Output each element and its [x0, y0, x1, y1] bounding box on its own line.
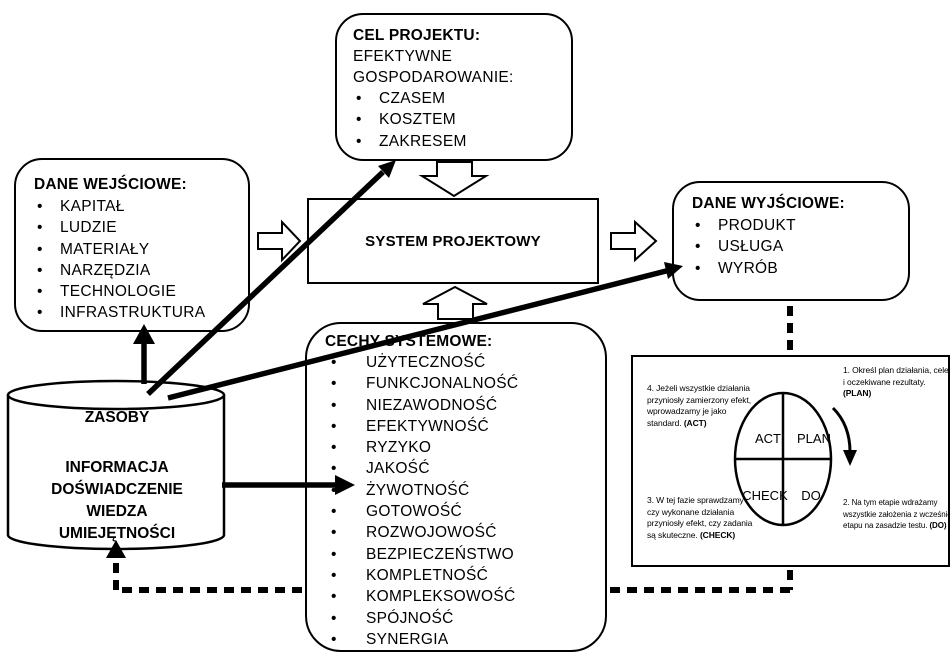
cecha-item: KOMPLEKSOWOŚĆ: [328, 586, 605, 608]
cecha-item: RYZYKO: [328, 437, 605, 459]
cecha-item: FUNKCJONALNOŚĆ: [328, 373, 605, 395]
pdca-note-text: etapu na zasadzie testu.: [843, 521, 928, 530]
cecha-item: NIEZAWODNOŚĆ: [328, 395, 605, 417]
pdca-note-tag: (CHECK): [699, 529, 736, 540]
dane-wejsciowe-title: DANE WEJŚCIOWE:: [34, 176, 187, 193]
pdca-note-tag: (ACT): [683, 417, 707, 428]
pdca-note-line: wszystkie założenia z wcześniejszego: [843, 509, 950, 519]
hollow-arrow-wejscie-system: [257, 219, 302, 263]
arrowhead-cel: [378, 160, 396, 178]
pdca-plan-label: PLAN: [797, 431, 831, 446]
wyjscie-item: USŁUGA: [692, 236, 908, 258]
pdca-note-do: 2. Na tym etapie wdrażamy wszystkie zało…: [843, 497, 950, 532]
hollow-arrow-cel-system: [418, 161, 490, 198]
pdca-note-line: przyniosły efekt, czy zadania: [647, 518, 753, 528]
zasoby-line: WIEDZA: [86, 503, 148, 520]
cel-list: CZASEM KOSZTEM ZAKRESEM: [353, 88, 571, 152]
pdca-note-check: 3. W tej fazie sprawdzamy czy wykonane d…: [647, 495, 772, 541]
cel-projektu-box: CEL PROJEKTU: EFEKTYWNE GOSPODAROWANIE: …: [335, 13, 573, 161]
pdca-note-line: czy wykonane działania: [647, 506, 735, 517]
pdca-note-line: są skuteczne. (CHECK): [647, 530, 772, 542]
wejscie-item: NARZĘDZIA: [34, 260, 248, 282]
pdca-do-label: DO: [801, 488, 821, 503]
wejscie-item: TECHNOLOGIE: [34, 281, 248, 303]
cechy-systemowe-box: CECHY SYSTEMOWE: UŻYTECZNOŚĆ FUNKCJONALN…: [305, 322, 607, 652]
cecha-item: GOTOWOŚĆ: [328, 501, 605, 523]
cecha-item: KOMPLETNOŚĆ: [328, 565, 605, 587]
cel-item: CZASEM: [353, 88, 571, 110]
pdca-panel: 1. Określ plan działania, cele i oczekiw…: [631, 355, 950, 567]
cecha-item: SYNERGIA: [328, 629, 605, 651]
cecha-item: ROZWOJOWOŚĆ: [328, 522, 605, 544]
pdca-note-tag: (DO): [929, 521, 947, 530]
pdca-note-line: 4. Jeżeli wszystkie działania: [647, 383, 750, 393]
cecha-item: EFEKTYWNOŚĆ: [328, 416, 605, 438]
pdca-note-tag: (PLAN): [843, 388, 872, 398]
cecha-item: UŻYTECZNOŚĆ: [328, 352, 605, 374]
cecha-item: BEZPIECZEŃSTWO: [328, 544, 605, 566]
zasoby-title: ZASOBY: [84, 409, 150, 426]
wejscie-item: INFRASTRUKTURA: [34, 302, 248, 324]
wyjscie-item: PRODUKT: [692, 215, 908, 237]
zasoby-line: UMIEJĘTNOŚCI: [58, 525, 176, 542]
dane-wejsciowe-box: DANE WEJŚCIOWE: KAPITAŁ LUDZIE MATERIAŁY…: [14, 158, 250, 332]
pdca-note-plan: 1. Określ plan działania, cele i oczekiw…: [843, 365, 950, 400]
cechy-systemowe-title: CECHY SYSTEMOWE:: [325, 333, 493, 350]
pdca-note-line: i oczekiwane rezultaty. (PLAN): [843, 377, 950, 400]
system-projektowy-box: SYSTEM PROJEKTOWY: [307, 198, 599, 284]
zasoby-lines: INFORMACJA DOŚWIADCZENIE WIEDZA UMIEJĘTN…: [22, 457, 212, 545]
pdca-note-text: są skuteczne.: [647, 529, 698, 540]
dane-wyjsciowe-list: PRODUKT USŁUGA WYRÓB: [692, 215, 908, 279]
pdca-note-line: przyniosły zamierzony efekt,: [647, 394, 751, 405]
dane-wyjsciowe-box: DANE WYJŚCIOWE: PRODUKT USŁUGA WYRÓB: [672, 181, 910, 301]
pdca-note-line: wprowadzamy je jako: [647, 406, 727, 416]
zasoby-line: INFORMACJA: [65, 459, 169, 476]
cecha-item: ŻYWOTNOŚĆ: [328, 480, 605, 502]
pdca-note-line: etapu na zasadzie testu. (DO): [843, 520, 950, 532]
hollow-arrow-system-wyjscie: [610, 219, 658, 263]
pdca-note-text: i oczekiwane rezultaty.: [843, 376, 926, 387]
wejscie-item: MATERIAŁY: [34, 239, 248, 261]
cecha-item: SPÓJNOŚĆ: [328, 608, 605, 630]
system-projektowy-label: SYSTEM PROJEKTOWY: [365, 232, 541, 250]
cel-line-2: GOSPODAROWANIE:: [353, 69, 514, 86]
cel-line-1: EFEKTYWNE: [353, 48, 453, 65]
wejscie-item: KAPITAŁ: [34, 196, 248, 218]
cel-item: ZAKRESEM: [353, 131, 571, 153]
cechy-list: UŻYTECZNOŚĆ FUNKCJONALNOŚĆ NIEZAWODNOŚĆ …: [328, 352, 605, 650]
zasoby-line: DOŚWIADCZENIE: [51, 481, 183, 498]
wejscie-item: LUDZIE: [34, 217, 248, 239]
pdca-note-act: 4. Jeżeli wszystkie działania przyniosły…: [647, 383, 767, 429]
cecha-item: JAKOŚĆ: [328, 458, 605, 480]
cel-item: KOSZTEM: [353, 109, 571, 131]
pdca-note-text: standard.: [647, 417, 682, 428]
hollow-arrow-cechy-system: [422, 285, 488, 320]
pdca-note-line: 2. Na tym etapie wdrażamy: [843, 498, 938, 507]
pdca-note-line: 1. Określ plan działania, cele: [843, 365, 949, 375]
pdca-note-line: 3. W tej fazie sprawdzamy: [647, 495, 744, 505]
pdca-note-line: standard. (ACT): [647, 418, 767, 430]
wyjscie-item: WYRÓB: [692, 258, 908, 280]
dane-wejsciowe-list: KAPITAŁ LUDZIE MATERIAŁY NARZĘDZIA TECHN…: [34, 196, 248, 324]
cel-projektu-title: CEL PROJEKTU:: [353, 27, 481, 44]
dane-wyjsciowe-title: DANE WYJŚCIOWE:: [692, 195, 845, 212]
